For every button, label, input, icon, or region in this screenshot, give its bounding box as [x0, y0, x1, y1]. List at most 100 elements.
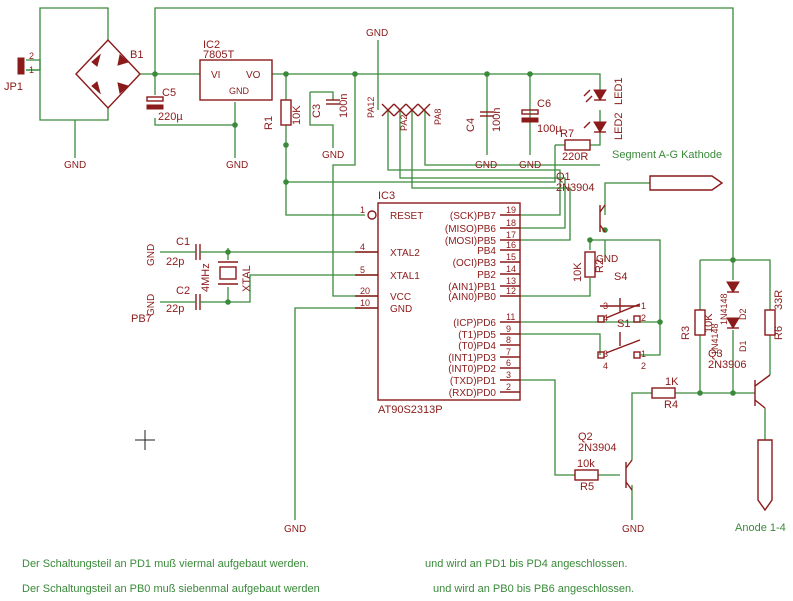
r6-label: R6 — [773, 326, 785, 340]
r1-resistor: R1 10K — [263, 99, 303, 130]
anode-label: Anode 1-4 — [735, 522, 786, 534]
svg-text:1: 1 — [641, 301, 646, 311]
pb7-label: PB7 — [131, 313, 152, 325]
c2-capacitor: C2 22p — [160, 285, 205, 315]
svg-text:3: 3 — [603, 349, 608, 359]
ic3-pin-number: 18 — [506, 218, 516, 228]
ic3-microcontroller: IC3 AT90S2313P — [367, 190, 521, 416]
r2-resistor: 10K R2 — [572, 251, 606, 282]
ic2-label: IC2 — [203, 39, 220, 51]
svg-text:4: 4 — [603, 313, 608, 323]
c2-value: 22p — [166, 303, 184, 315]
d1-label: D1 — [738, 340, 748, 352]
ic3-pin-name: (OCI)PB3 — [453, 258, 497, 269]
ic3-type: AT90S2313P — [378, 404, 443, 416]
c3-capacitor: C3 100n — [311, 94, 350, 118]
ic3-pin-name: VCC — [390, 292, 411, 303]
ic3-pin-name: GND — [390, 304, 412, 315]
r4-value: 1K — [665, 376, 679, 388]
ic3-pin-name: (SCK)PB7 — [450, 211, 497, 222]
b1-label: B1 — [130, 49, 143, 61]
ic3-right-pins: (SCK)PB719(MISO)PB618(MOSI)PB517PB416(OC… — [445, 205, 520, 399]
ic3-pin-name: RESET — [390, 211, 423, 222]
r5-resistor: 10k R5 — [574, 458, 599, 493]
note-line2-right: und wird an PB0 bis PB6 angeschlossen. — [433, 583, 634, 595]
c6-capacitor: C6 100µ — [521, 98, 562, 135]
segment-connector: Segment A-G Kathode — [612, 149, 724, 191]
gnd-b1: GND — [64, 160, 86, 171]
c5-label: C5 — [162, 87, 176, 99]
c3-value: 100n — [338, 94, 350, 118]
d2-type: 1N4148 — [719, 293, 729, 325]
ic3-pin-name: (MOSI)PB5 — [445, 236, 497, 247]
svg-text:3: 3 — [603, 301, 608, 311]
led1-label: LED1 — [613, 77, 625, 105]
svg-text:2: 2 — [641, 361, 646, 371]
note-line1-right: und wird an PD1 bis PD4 angeschlossen. — [425, 558, 627, 570]
ic3-pin-name: (INT1)PD3 — [448, 353, 496, 364]
xtal-crystal: 4MHz XTAL — [200, 261, 253, 292]
ic3-pin-number: 2 — [506, 382, 511, 392]
c4-label: C4 — [465, 118, 477, 132]
c1-value: 22p — [166, 256, 184, 268]
svg-text:4: 4 — [603, 361, 608, 371]
notes: Der Schaltungsteil an PD1 muß viermal au… — [22, 558, 634, 595]
ic2-gnd-pin: GND — [229, 86, 250, 96]
gnd-ic3: GND — [284, 524, 306, 535]
s4-switch: S4 3 1 4 2 S1 — [597, 271, 646, 330]
c5-value: 220µ — [158, 111, 183, 123]
q2-type: 2N3904 — [578, 442, 617, 454]
ic3-pin-name: (T0)PD4 — [458, 341, 496, 352]
ic2-vi: VI — [211, 70, 220, 81]
ic3-pin-number: 10 — [360, 298, 370, 308]
pa12-label: PA12 — [366, 97, 376, 118]
s4-label: S4 — [614, 271, 627, 283]
ic3-pin-name: XTAL1 — [390, 271, 420, 282]
ic3-pin-number: 20 — [360, 286, 370, 296]
jp1-pin2: 2 — [29, 51, 34, 61]
svg-text:2: 2 — [641, 313, 646, 323]
ic3-pin-name: (TXD)PD1 — [450, 376, 497, 387]
ic3-pin-name: (AIN0)PB0 — [448, 292, 496, 303]
ic3-pin-name: PB2 — [477, 270, 496, 281]
gnd-top: GND — [366, 28, 388, 39]
r4-resistor: 1K R4 — [651, 376, 679, 411]
ic3-pin-name: (RXD)PD0 — [449, 388, 497, 399]
ic3-pin-name: (AIN1)PB1 — [448, 282, 496, 293]
ic3-pin-number: 17 — [506, 230, 516, 240]
r6-resistor: R6 33R — [764, 290, 785, 340]
note-line1-left: Der Schaltungsteil an PD1 muß viermal au… — [22, 558, 309, 570]
q3-transistor: Q3 2N3906 — [708, 348, 771, 409]
ic3-pin-number: 12 — [506, 286, 516, 296]
d2-label: D2 — [738, 308, 748, 320]
q2-transistor: Q2 2N3904 — [578, 431, 633, 491]
r6-value: 33R — [773, 290, 785, 310]
r7-resistor: R7 220R — [560, 128, 591, 163]
isp-header: PA12 PA2 PA8 — [366, 97, 443, 131]
q1-type: 2N3904 — [556, 182, 595, 194]
gnd-c2: GND — [146, 294, 157, 316]
jp1-connector: JP1 2 1 — [4, 51, 34, 93]
led2: LED2 — [583, 112, 625, 140]
q2-label: Q2 — [578, 431, 593, 443]
r7-label: R7 — [560, 128, 574, 140]
ic3-pin-name: (T1)PD5 — [458, 330, 496, 341]
c4-capacitor: C4 100n — [465, 108, 503, 132]
ic3-pin-name: (INT0)PD2 — [448, 364, 496, 375]
r2-label: R2 — [594, 259, 606, 273]
ic3-pin-number: 4 — [360, 242, 365, 252]
b1-bridge-rectifier: B1 — [75, 38, 143, 110]
svg-text:1: 1 — [641, 349, 646, 359]
xtal-value: 4MHz — [200, 263, 212, 292]
ic3-pin-name: (ICP)PD6 — [453, 318, 496, 329]
c6-label: C6 — [537, 98, 551, 110]
xtal-label: XTAL — [241, 265, 253, 292]
led1: LED1 — [583, 77, 625, 105]
segment-label: Segment A-G Kathode — [612, 149, 722, 161]
gnd-ic2: GND — [226, 160, 248, 171]
ic3-pin-number: 19 — [506, 205, 516, 215]
led2-label: LED2 — [613, 112, 625, 140]
